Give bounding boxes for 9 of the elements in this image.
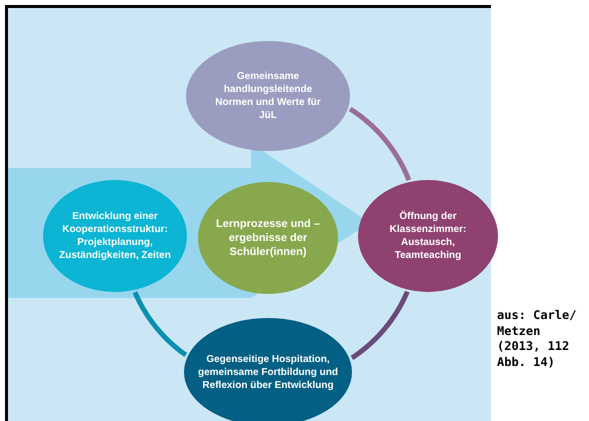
connector-arc — [350, 290, 410, 360]
node-text: Entwicklung einer Kooperationsstruktur: Projektplanung, Zuständigkeiten, Zeiten — [58, 210, 172, 262]
node-text: Gemeinsame handlungsleitende Normen und Werte für JüL — [214, 70, 322, 122]
source-note: aus: Carle/ Metzen (2013, 112 Abb. 14) — [497, 308, 578, 370]
node-text: Lernprozesse und –ergebnisse der Schüler(innen) — [216, 216, 320, 260]
node-text: Öffnung der Klassenzimmer: Austausch, Teamteaching — [388, 210, 468, 262]
connector-arc — [132, 290, 188, 358]
connector-arc — [348, 106, 412, 182]
node-text: Gegenseitige Hospitation, gemeinsame Fortbildung und Reflexion über Entwicklung — [196, 352, 339, 392]
